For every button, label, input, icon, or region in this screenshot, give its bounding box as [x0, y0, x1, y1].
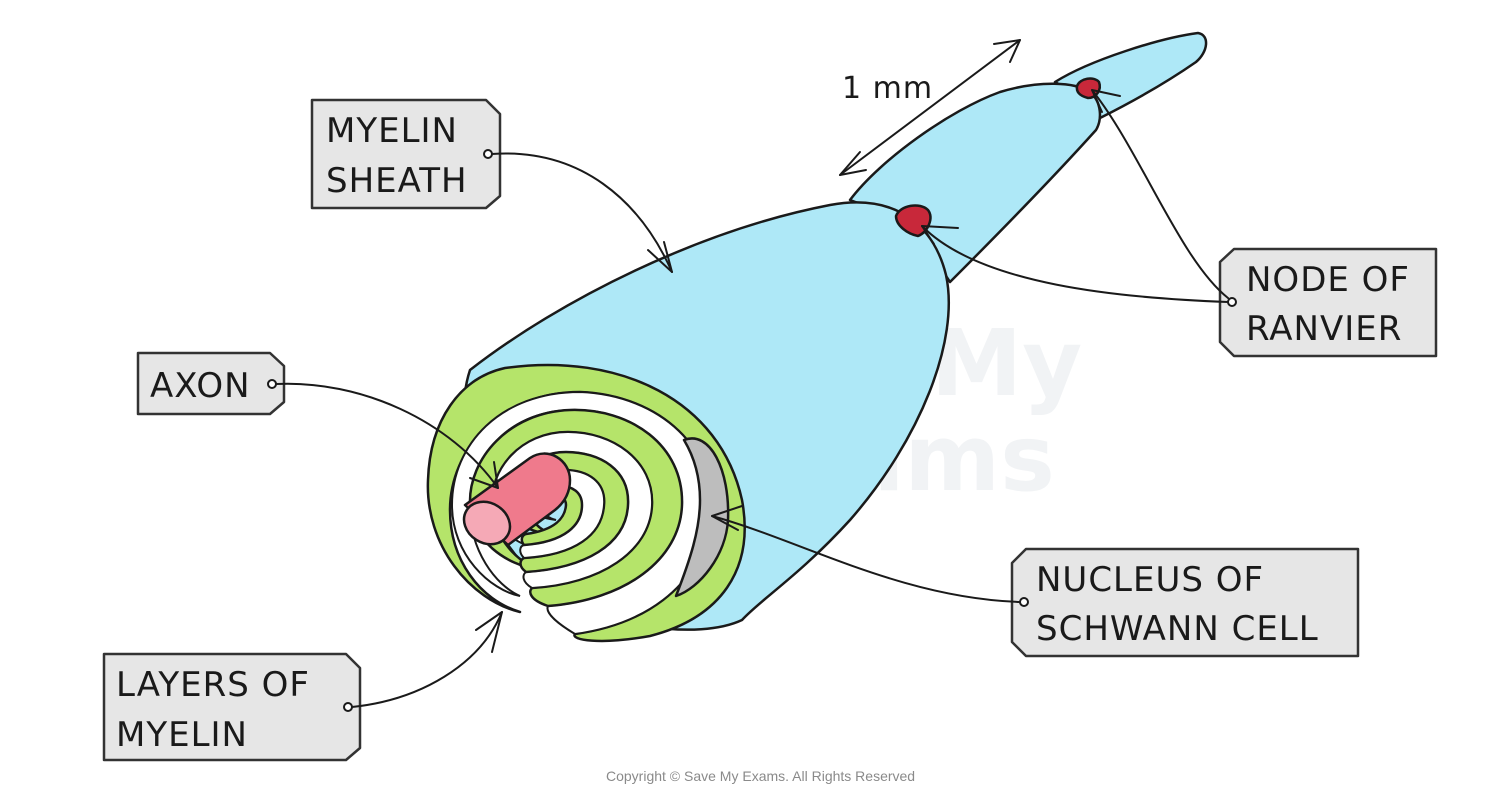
label-nucleus-of-schwann-cell: NUCLEUS OF SCHWANN CELL: [711, 505, 1360, 658]
label-layers-of-myelin: LAYERS OF MYELIN: [102, 611, 503, 762]
leader-line: [491, 152, 673, 273]
label-text-line-1: AXON: [150, 366, 251, 406]
tag-layers-of-myelin: [102, 652, 362, 762]
label-myelin-sheath: MYELIN SHEATH: [310, 98, 673, 273]
tag-hole: [1227, 297, 1237, 307]
scale-arrow-head-start: [839, 151, 867, 176]
label-text-line-2: SCHWANN CELL: [1036, 609, 1319, 649]
copyright-notice: Copyright © Save My Exams. All Rights Re…: [606, 768, 915, 784]
label-text-line-1: NUCLEUS OF: [1036, 560, 1264, 600]
leader-line: [351, 611, 503, 708]
myelin-cross-section: [426, 363, 746, 643]
axon-cut-end: [462, 500, 512, 546]
label-text-line-1: MYELIN: [326, 111, 458, 151]
leader-arrowhead: [711, 505, 743, 531]
leader-line-node-2: [1091, 89, 1229, 299]
leader-arrowhead-node-1: [921, 225, 959, 245]
label-text-line-1: NODE OF: [1246, 260, 1410, 300]
tag-hole: [1019, 597, 1029, 607]
tag-axon: [136, 351, 286, 416]
label-text-line-2: SHEATH: [326, 161, 468, 201]
tag-hole: [483, 149, 493, 159]
label-text-line-2: RANVIER: [1246, 309, 1402, 349]
tag-hole: [343, 702, 353, 712]
schwann-cell-nucleus: [674, 437, 730, 598]
leader-line-node-1: [921, 225, 1229, 303]
leader-arrowhead: [475, 611, 503, 653]
axon: [462, 452, 572, 547]
leader-arrowhead-node-2: [1091, 89, 1121, 113]
tag-nucleus-of-schwann-cell: [1010, 547, 1360, 658]
leader-arrowhead: [469, 461, 499, 489]
scale-arrow-head-end: [993, 39, 1021, 63]
scale-indicator: 1 mm: [839, 39, 1021, 176]
label-text-line-1: LAYERS OF: [116, 665, 310, 705]
scale-label: 1 mm: [842, 71, 933, 106]
leader-line: [275, 382, 499, 489]
tag-myelin-sheath: [310, 98, 502, 210]
label-node-of-ranvier: NODE OF RANVIER: [921, 89, 1438, 358]
leader-arrowhead: [647, 241, 673, 273]
label-axon: AXON: [136, 351, 499, 489]
scale-arrow-line: [839, 39, 1021, 176]
tag-hole: [267, 379, 277, 389]
node-of-ranvier-1: [894, 204, 932, 238]
label-text-line-2: MYELIN: [116, 715, 248, 755]
leader-line: [711, 515, 1021, 603]
tag-node-of-ranvier: [1218, 247, 1438, 358]
